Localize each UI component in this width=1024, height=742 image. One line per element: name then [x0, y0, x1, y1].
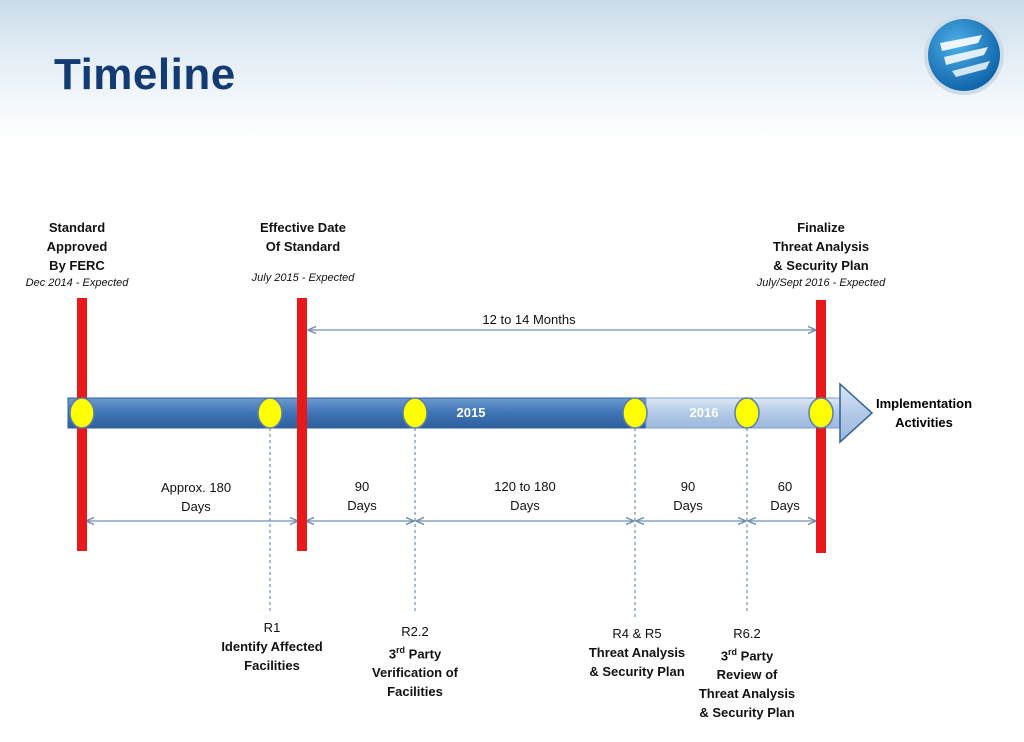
company-logo	[924, 15, 1004, 95]
node-finalize	[808, 397, 834, 429]
requirement-label-r4-r5: R4 & R5 Threat Analysis & Security Plan	[588, 626, 686, 679]
timeline-bar-2015	[67, 397, 647, 429]
node-r6-2	[734, 397, 760, 429]
milestone-date-approved: Dec 2014 - Expected	[25, 277, 129, 289]
requirement-label-r2-2: R2.2 3rd Party Verification of Facilitie…	[372, 624, 458, 700]
milestone-label-finalize: Finalize Threat Analysis & Security Plan…	[757, 218, 885, 292]
year-label-2015: 2015	[456, 405, 486, 420]
requirement-label-r1: R1 Identify Affected Facilities	[221, 620, 323, 673]
implementation-activities-label: Implementation Activities	[875, 396, 973, 430]
milestone-label-approved: Standard Approved By FERC Dec 2014 - Exp…	[26, 218, 129, 292]
header-band	[0, 0, 1024, 140]
timeline-arrowhead	[839, 382, 874, 444]
milestone-date-finalize: July/Sept 2016 - Expected	[756, 277, 886, 289]
milestone-date-effective: July 2015 - Expected	[251, 272, 355, 284]
requirement-label-r6-2: R6.2 3rd Party Review of Threat Analysis…	[698, 626, 796, 721]
year-label-2016: 2016	[689, 405, 719, 420]
overall-span-label: 12 to 14 Months	[479, 312, 579, 327]
milestone-marker-effective	[297, 298, 307, 551]
milestone-label-effective: Effective Date Of Standard July 2015 - E…	[252, 218, 355, 287]
node-approved	[69, 397, 95, 429]
node-r2-2	[402, 397, 428, 429]
slide-title: Timeline	[54, 50, 236, 99]
node-r1	[257, 397, 283, 429]
node-r4-r5	[622, 397, 648, 429]
